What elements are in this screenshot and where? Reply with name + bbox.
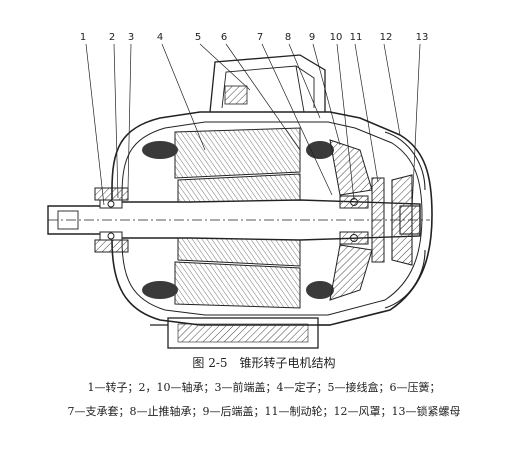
callout-9: 9	[309, 32, 315, 43]
fan-cover	[384, 131, 426, 309]
rear-assembly	[329, 139, 385, 301]
callout-11: 11	[350, 32, 363, 43]
callout-labels: 1 2 3 4 5 6 7 8 9 10 11 12 13	[80, 32, 429, 43]
motor-housing	[111, 111, 433, 326]
callout-1: 1	[80, 32, 86, 43]
callout-8: 8	[285, 32, 291, 43]
rotor	[177, 173, 301, 267]
stator-windings	[142, 141, 334, 299]
callout-3: 3	[128, 32, 134, 43]
mounting-foot	[150, 317, 330, 349]
terminal-box	[209, 54, 326, 113]
callout-5: 5	[195, 32, 201, 43]
callout-2: 2	[109, 32, 115, 43]
legend-line-1: 1—转子；2，10—轴承；3—前端盖；4—定子；5—接线盒；6—压簧；	[87, 381, 441, 394]
callout-7: 7	[257, 32, 263, 43]
stator	[174, 127, 301, 309]
motor-cross-section-drawing: 1 2 3 4 5 6 7 8 9 10 11 12 13	[47, 32, 433, 349]
callout-4: 4	[157, 32, 163, 43]
figure-title: 图 2-5 锥形转子电机结构	[192, 356, 336, 370]
callout-12: 12	[380, 32, 393, 43]
callout-13: 13	[416, 32, 429, 43]
callout-6: 6	[221, 32, 227, 43]
leader-lines	[85, 43, 421, 211]
callout-10: 10	[330, 32, 343, 43]
legend-line-2: 7—支承套；8—止推轴承；9—后端盖；11—制动轮；12—风罩；13—锁紧螺母	[67, 405, 461, 418]
